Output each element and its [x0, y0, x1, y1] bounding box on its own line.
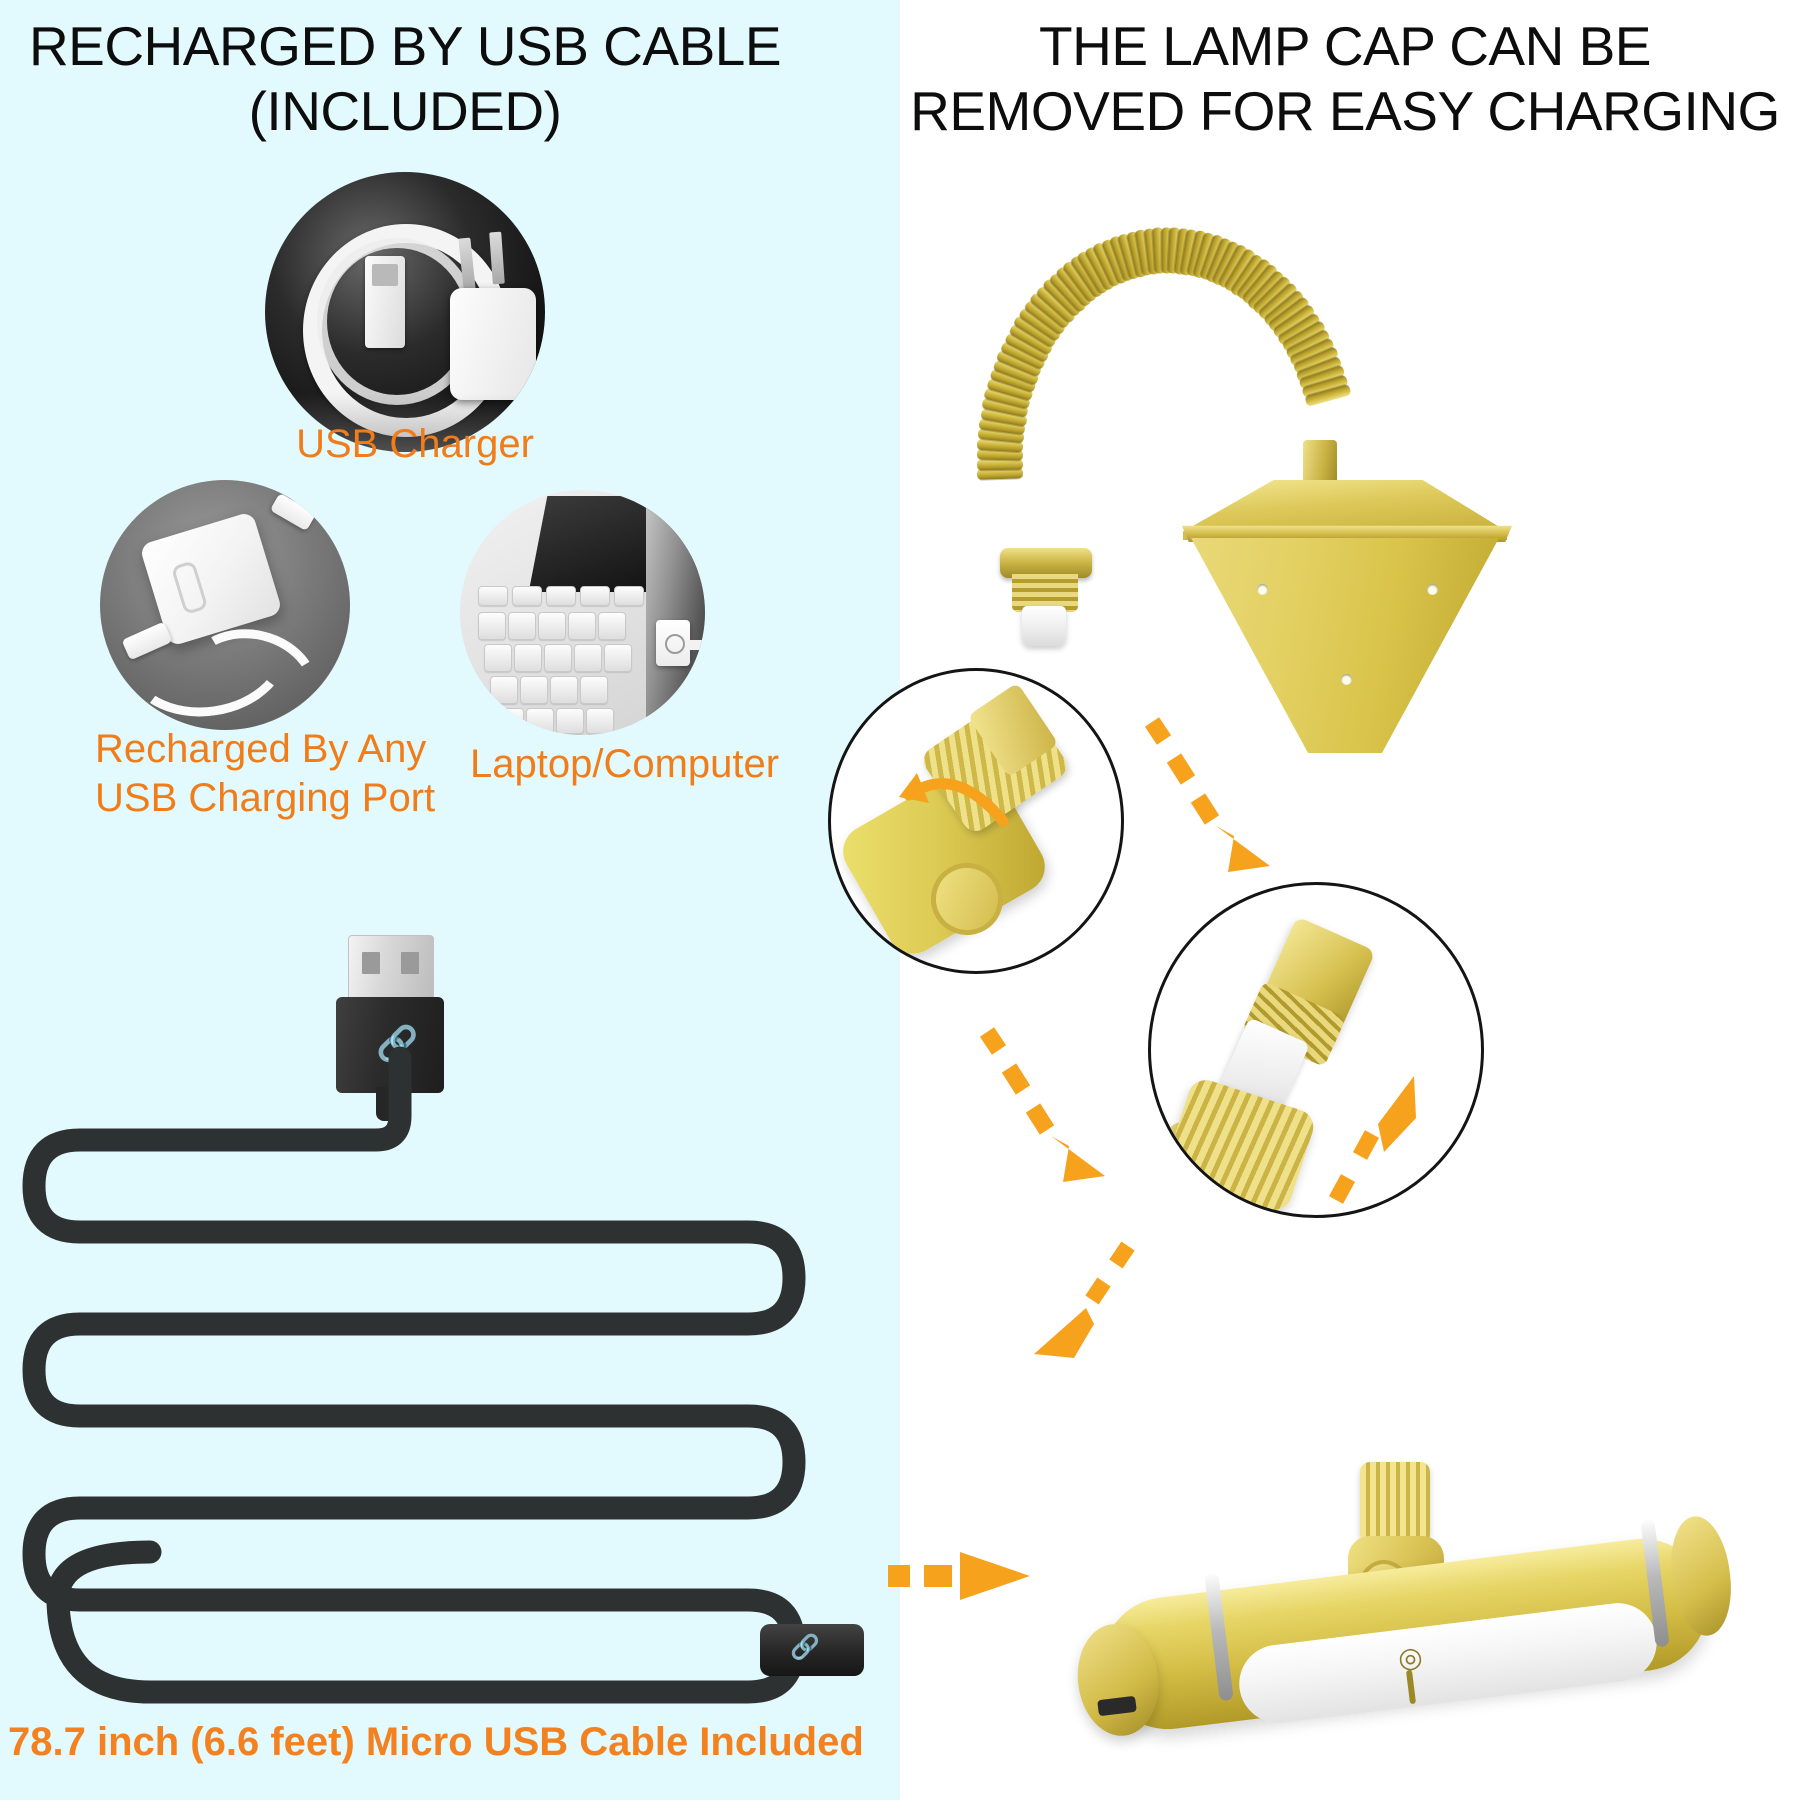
- plug-prong: [489, 231, 505, 285]
- shade-lip: [1181, 525, 1513, 542]
- usb-charger-photo: [265, 172, 545, 452]
- touch-sensor-icon: ◎: [1396, 1640, 1425, 1675]
- usb-a-contact-slot: [401, 952, 419, 974]
- shade-vent-hole: [1257, 584, 1268, 595]
- micro-usb-connector: 🔗: [760, 1618, 878, 1684]
- keyboard-key: [526, 708, 554, 734]
- usb-charging-port-caption: Recharged By Any USB Charging Port: [95, 727, 436, 820]
- arrow-step-4: [1034, 1241, 1135, 1358]
- arrow-plug-in: [888, 1552, 1030, 1600]
- right-panel-heading: THE LAMP CAP CAN BE REMOVED FOR EASY CHA…: [910, 15, 1780, 142]
- keyboard-key: [512, 586, 542, 606]
- usb-trident-icon: 🔗: [790, 1634, 820, 1661]
- cable-length-caption: 78.7 inch (6.6 feet) Micro USB Cable Inc…: [8, 1720, 864, 1764]
- arrow-step-2: [979, 1027, 1105, 1182]
- keyboard-key: [614, 586, 644, 606]
- usb-charging-port-photo: [100, 480, 350, 730]
- rotating-joint-detail: [828, 668, 1124, 974]
- led-bar-lamp: ◎: [1060, 1448, 1800, 1748]
- laptop-keyboard: [478, 586, 668, 735]
- keyboard-key: [484, 644, 512, 672]
- usb-a-plug-photo: [365, 256, 405, 348]
- arm-collar: [1000, 548, 1092, 578]
- shade-vent-hole: [1427, 584, 1438, 595]
- keyboard-key: [604, 644, 632, 672]
- keyboard-key: [478, 612, 506, 640]
- shade-vent-hole: [1341, 674, 1352, 685]
- rotate-arrow-icon: [899, 773, 1009, 827]
- bar-knurled-knob: [1360, 1462, 1430, 1544]
- keyboard-key: [580, 586, 610, 606]
- usb-cable-path: [22, 1046, 806, 1704]
- keyboard-key: [546, 586, 576, 606]
- left-panel-heading: RECHARGED BY USB CABLE (INCLUDED): [28, 15, 782, 142]
- usb-plug-inserted: [656, 620, 690, 666]
- keyboard-key: [568, 612, 596, 640]
- keyboard-key: [544, 644, 572, 672]
- keyboard-key: [574, 644, 602, 672]
- wall-charger-photo: [450, 288, 536, 400]
- removable-cap-detail: [1148, 882, 1484, 1218]
- keyboard-key: [490, 676, 518, 704]
- cable-tip: [269, 492, 317, 532]
- keyboard-key: [580, 676, 608, 704]
- keyboard-key: [508, 612, 536, 640]
- keyboard-key: [496, 708, 524, 734]
- laptop-edge: [646, 490, 705, 735]
- laptop-computer-caption: Laptop/Computer: [470, 742, 780, 786]
- keyboard-key: [586, 708, 614, 734]
- keyboard-key: [538, 612, 566, 640]
- lamp-shade: [1175, 440, 1515, 760]
- photo-floor-shadow: [265, 394, 545, 452]
- arm-contact-tip: [1022, 606, 1066, 646]
- usb-a-contact-slot: [362, 952, 380, 974]
- arm-screw-thread: [1012, 574, 1078, 612]
- shade-stem: [1303, 440, 1337, 484]
- arrow-step-3: [1328, 1076, 1416, 1204]
- keyboard-key: [598, 612, 626, 640]
- usb-charger-caption: USB Charger: [296, 422, 534, 466]
- left-panel: RECHARGED BY USB CABLE (INCLUDED) USB Ch…: [0, 0, 900, 1800]
- keyboard-key: [550, 676, 578, 704]
- keyboard-key: [478, 586, 508, 606]
- keyboard-key: [514, 644, 542, 672]
- keyboard-key: [556, 708, 584, 734]
- laptop-photo: [460, 490, 705, 735]
- usb-a-metal-shell: [348, 935, 434, 1003]
- micro-usb-housing: [760, 1624, 864, 1676]
- keyboard-key: [520, 676, 548, 704]
- arrow-step-1: [1144, 717, 1270, 872]
- usb-cable-out: [686, 640, 705, 650]
